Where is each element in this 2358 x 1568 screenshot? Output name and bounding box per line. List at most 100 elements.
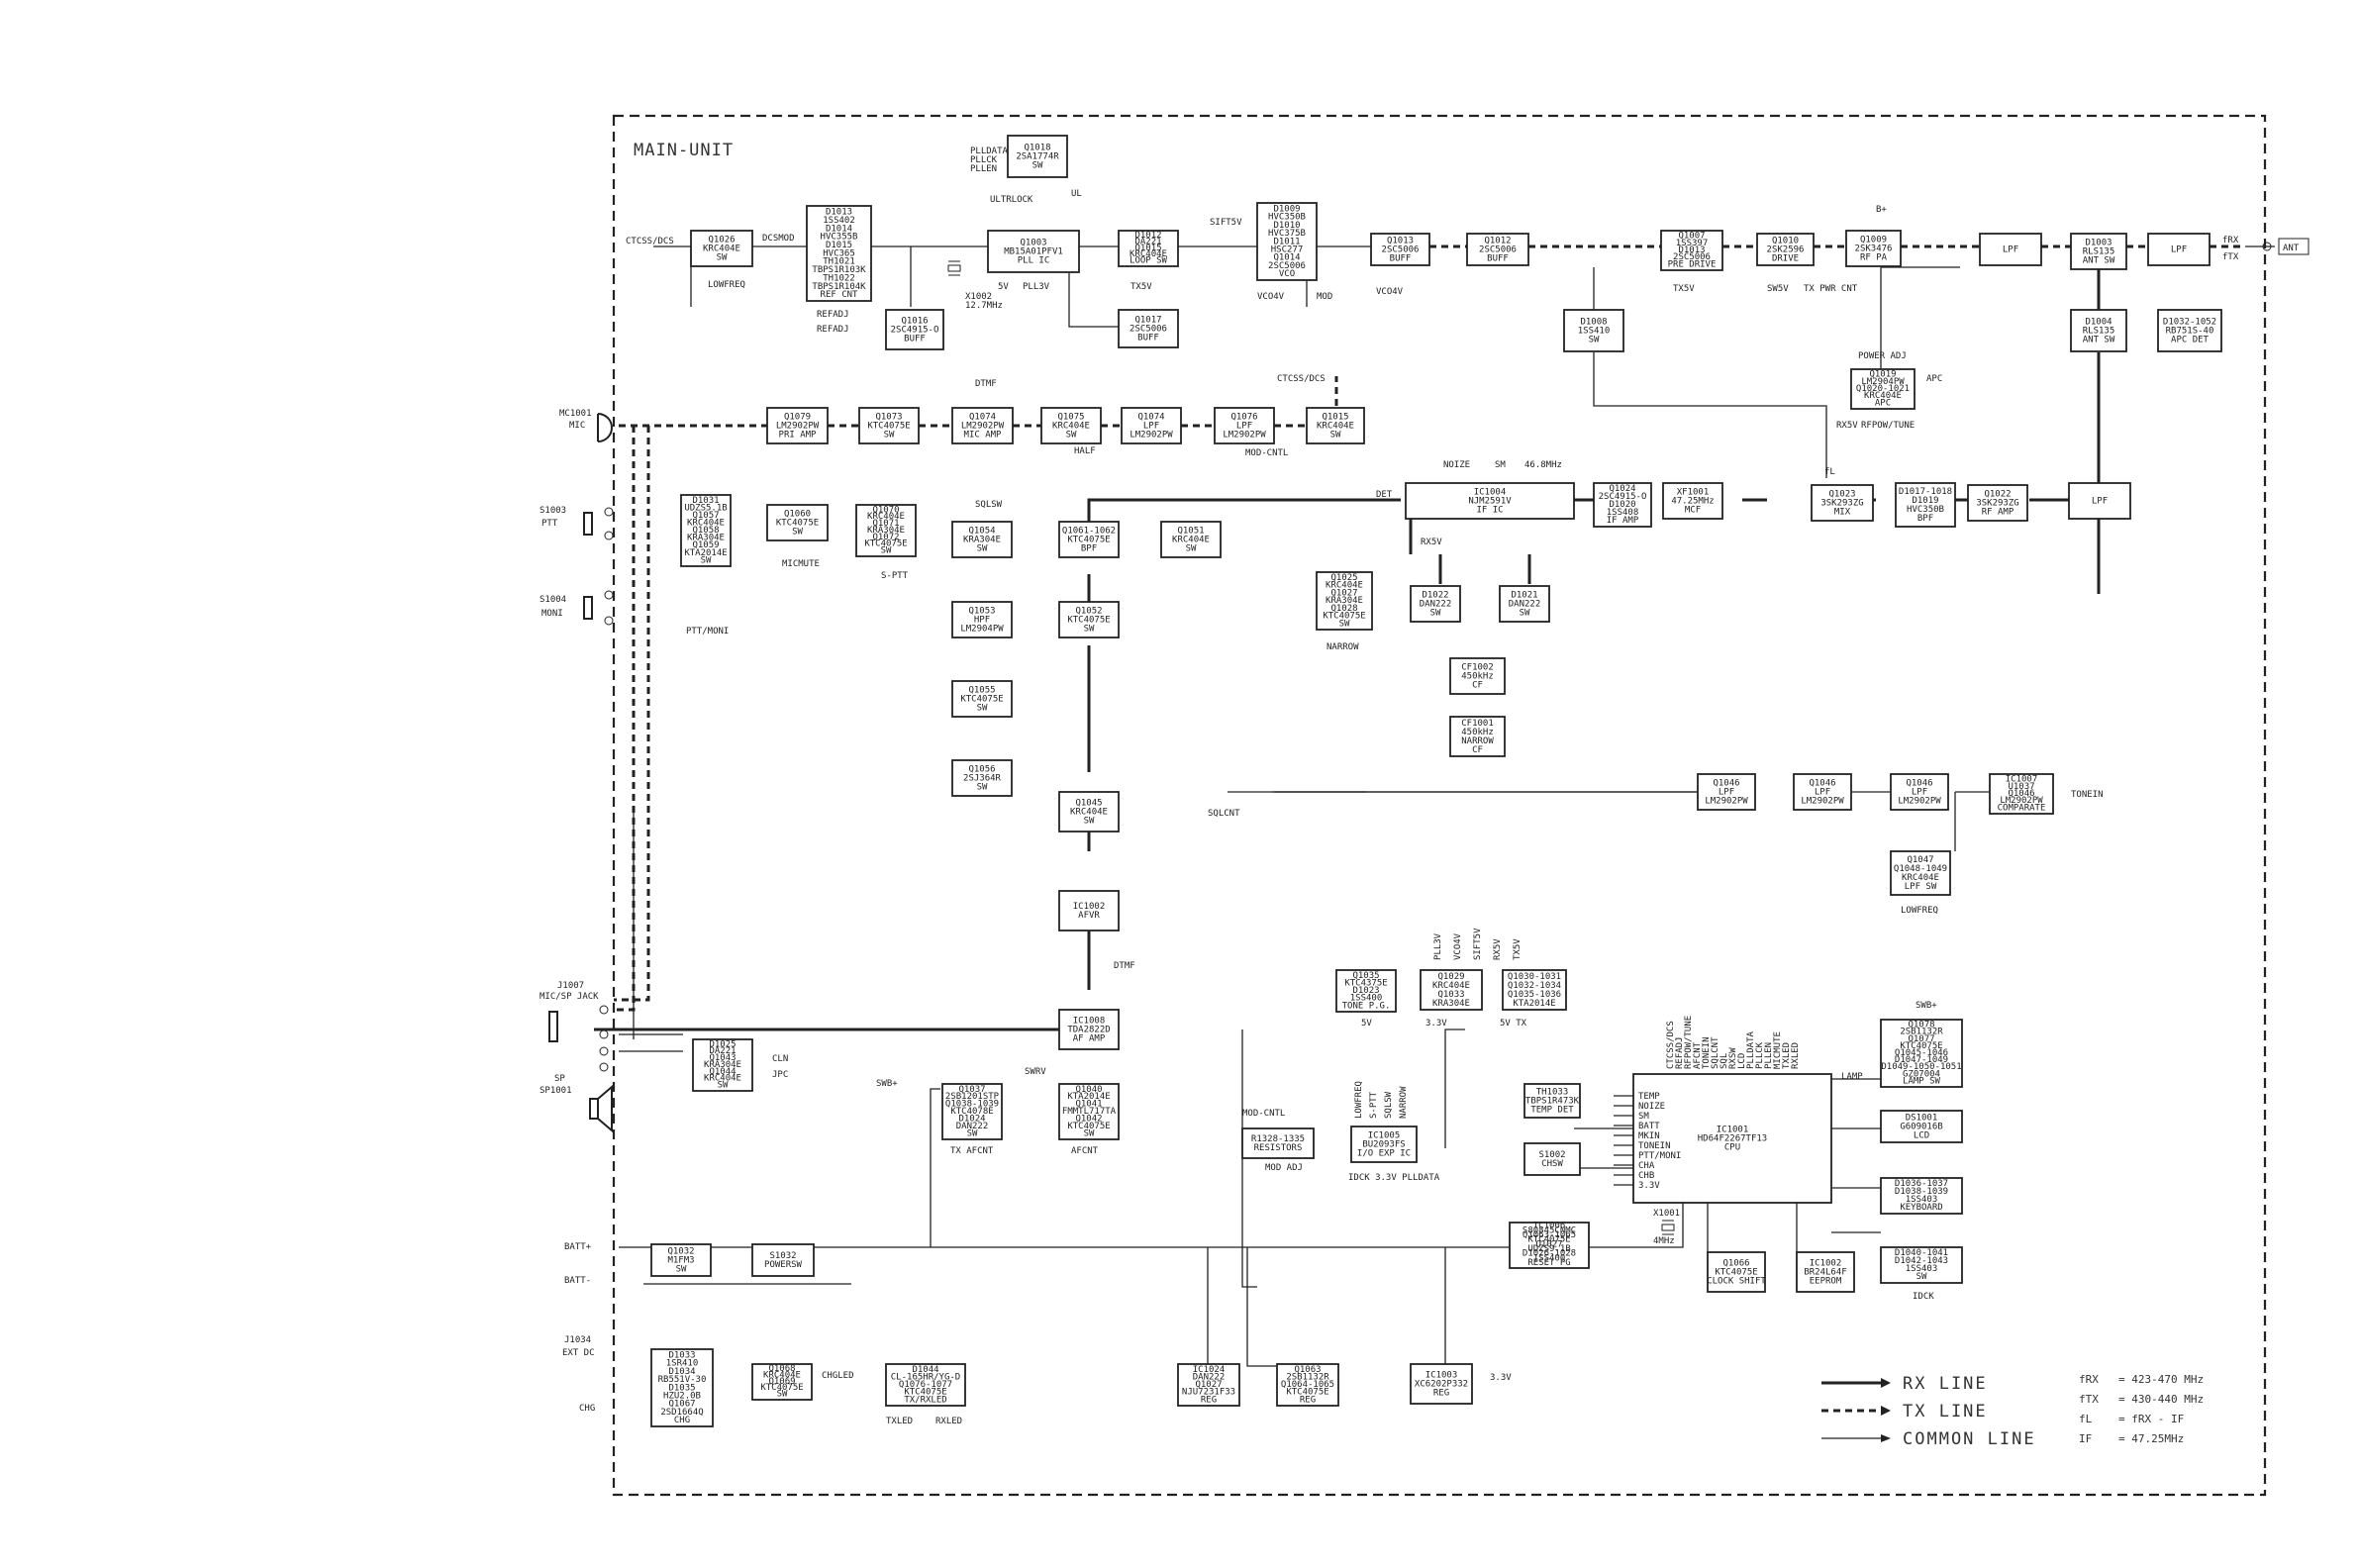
block-box: [1058, 1083, 1120, 1140]
block-line: SW: [1084, 1128, 1095, 1138]
block-line: 450kHz: [1461, 728, 1494, 737]
block-line: Q1076: [1230, 413, 1257, 423]
block-line: KTC4375E: [1344, 979, 1387, 989]
block-line: 2SK3476: [1855, 245, 1893, 254]
block-line: Q1059: [692, 540, 719, 550]
label-s1003: S1003: [540, 506, 566, 516]
block-line: DAN222: [1193, 1373, 1226, 1383]
block-line: SW: [1066, 431, 1077, 441]
block-line: SW: [1430, 609, 1441, 619]
block-line: HZU2.0B: [663, 1392, 701, 1402]
block-line: MB15A01PFV1: [1004, 247, 1063, 257]
block-box: [855, 504, 917, 557]
label-swrv: SWRV: [1025, 1067, 1046, 1077]
block-box: [2157, 309, 2222, 352]
label-vco4v2: VCO4V: [1376, 287, 1404, 297]
label-v33: 3.3V: [1425, 1019, 1447, 1029]
block-line: Q1074: [969, 413, 996, 423]
block-box: [1007, 135, 1068, 178]
label-batt-plus: BATT+: [564, 1242, 592, 1252]
reg-output-label: VCO4V: [1453, 932, 1463, 960]
block-line: RESISTORS: [1254, 1143, 1303, 1153]
block-line: D1013: [1678, 245, 1705, 255]
block-line: SW: [977, 544, 988, 554]
block-line: Q1016: [901, 317, 928, 327]
block-line: Q1032: [667, 1247, 694, 1257]
block-box: [806, 205, 872, 302]
block-line: BUFF: [1390, 254, 1412, 264]
legend-frx-value: = 423-470 MHz: [2118, 1373, 2204, 1386]
block-line: Q1038-1039: [945, 1100, 999, 1110]
block-box: [1967, 484, 2028, 522]
block-line: LPF: [2003, 245, 2018, 255]
reg-output-label: TX5V: [1513, 938, 1523, 960]
legend-rx-label: RX LINE: [1903, 1374, 1988, 1394]
block-box: [1593, 482, 1652, 528]
block-line: BPF: [1917, 514, 1933, 524]
label-x1001: X1001: [1653, 1209, 1680, 1219]
block-line: LM2904PW: [1861, 377, 1905, 387]
block-line: IC1006: [1533, 1222, 1566, 1231]
block-box: [1890, 773, 1949, 811]
block-line: TX/RXLED: [904, 1395, 946, 1405]
block-box: [751, 1243, 815, 1277]
cpu-pin-label: BATT: [1638, 1122, 1660, 1131]
label-jpc: JPC: [772, 1070, 788, 1080]
block-q1040: Q1040KTA2014EQ1041FMMTL717TAQ1042KTC4075…: [1058, 1083, 1120, 1140]
block-line: 2SC5006: [1382, 245, 1420, 255]
block-line: D1010: [1273, 221, 1300, 231]
block-box: [1058, 521, 1120, 558]
block-line: HVC375B: [1268, 229, 1306, 239]
block-line: KRC404E: [1130, 249, 1167, 259]
block-line: MIX: [1834, 508, 1851, 518]
block-line: RB551V-30: [658, 1375, 707, 1385]
block-box: [1880, 1177, 1963, 1215]
block-line: LOOP SW: [1130, 256, 1168, 266]
label-vco4v: VCO4V: [1257, 292, 1285, 302]
block-line: 2SC5006: [1268, 261, 1306, 271]
label-txled: TXLED: [886, 1417, 913, 1426]
block-line: BUFF: [1487, 254, 1509, 264]
block-line: Q1012: [1484, 237, 1511, 246]
block-box: [1420, 969, 1483, 1011]
block-line: CLOCK SHIFT: [1707, 1277, 1766, 1287]
block-line: DA221: [1134, 237, 1161, 246]
block-box: [987, 230, 1080, 273]
block-line: Q1027: [1195, 1380, 1222, 1390]
block-line: KRA304E: [1326, 596, 1363, 606]
block-box: [650, 1243, 712, 1277]
block-box: [692, 1038, 753, 1092]
block-line: Q1013: [1387, 237, 1414, 246]
block-line: 2SC4915-O: [891, 326, 939, 336]
block-line: KTC4075E: [1900, 1041, 1942, 1051]
mic-symbol: [597, 413, 613, 442]
block-line: D1008: [1580, 318, 1607, 328]
block-line: 2SD1664Q: [660, 1408, 703, 1418]
label-sqlsw: SQLSW: [975, 500, 1003, 510]
label-f-tx: fTX: [2222, 252, 2239, 262]
block-line: DA221: [709, 1046, 736, 1056]
block-line: LM2902PW: [2000, 796, 2043, 806]
block-line: Q1069: [768, 1377, 795, 1387]
block-box: [1410, 585, 1461, 623]
block-box: [1563, 309, 1624, 352]
block-line: ANT SW: [2083, 336, 2115, 345]
block-line: SW: [1084, 625, 1095, 635]
block-line: KRC404E: [763, 1370, 801, 1380]
mic-sp-jack-symbol: [548, 1005, 609, 1072]
crystal-x1001: [1661, 1220, 1675, 1235]
label-b-plus: B+: [1876, 205, 1887, 215]
block-line: R1328-1335: [1251, 1134, 1305, 1144]
